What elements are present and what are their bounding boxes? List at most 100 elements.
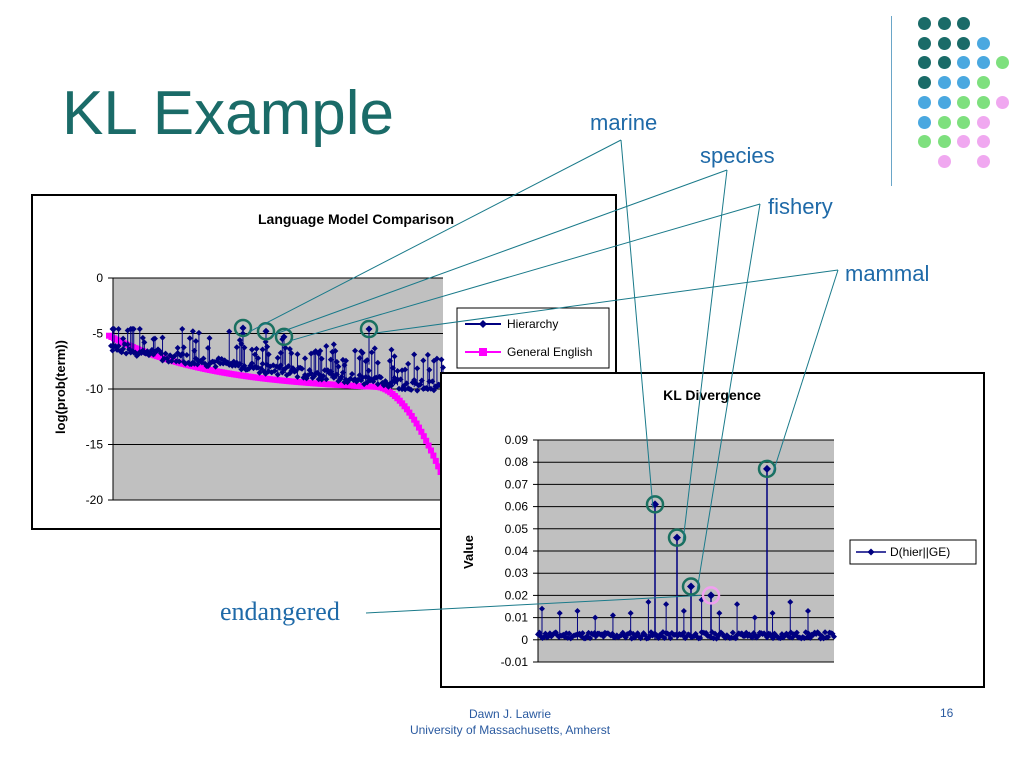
chart2-tick-label: 0.09: [505, 433, 529, 447]
kl-minor-peak: [627, 610, 634, 617]
hierarchy-point: [109, 347, 116, 354]
decor-dot: [957, 56, 970, 70]
decor-dot: [976, 56, 990, 70]
chart2-plot-area: 0.090.080.070.060.050.040.030.020.010-0.…: [501, 433, 837, 669]
hierarchy-spike-point: [374, 359, 381, 366]
decor-dot: [937, 17, 951, 30]
chart2-tick-label: -0.01: [501, 655, 529, 669]
general-english-point: [420, 433, 427, 440]
decor-dot: [937, 56, 951, 70]
legend-general-english-marker: [479, 348, 487, 356]
hierarchy-spike-point: [111, 326, 118, 333]
hierarchy-spike-point: [174, 344, 181, 351]
legend-general-english-label: General English: [507, 345, 592, 359]
general-english-point: [408, 413, 415, 420]
kl-point: [587, 635, 594, 642]
hierarchy-point: [294, 373, 301, 380]
decor-dot: [976, 115, 990, 129]
hierarchy-point: [229, 362, 236, 369]
hierarchy-point: [353, 378, 360, 385]
chart1-title: Language Model Comparison: [258, 211, 454, 227]
kl-peak-fishery: [687, 582, 695, 591]
hierarchy-spike-point: [394, 368, 401, 375]
kl-point: [585, 629, 592, 636]
legend-kl-marker: [867, 548, 875, 556]
kl-point: [630, 630, 637, 637]
chart1-y-axis-label: log(prob(term)): [53, 340, 68, 434]
circled-point-marine: [239, 324, 247, 332]
decor-dot: [996, 56, 1009, 70]
kl-point: [667, 635, 674, 642]
highlight-circle-mammal: [757, 459, 777, 479]
decor-dot: [937, 135, 951, 149]
hierarchy-spike-point: [342, 357, 349, 364]
hierarchy-spike-point: [186, 335, 193, 342]
hierarchy-spike-point: [192, 338, 199, 345]
kl-point: [567, 635, 574, 642]
kl-point: [786, 634, 793, 641]
kl-point: [814, 629, 821, 636]
hierarchy-spike-point: [368, 349, 375, 356]
hierarchy-spike-point: [130, 326, 137, 333]
kl-point: [729, 629, 736, 636]
hierarchy-point: [173, 358, 180, 365]
kl-point: [822, 629, 829, 636]
chart2-title: KL Divergence: [663, 387, 761, 403]
page-number: 16: [940, 706, 954, 720]
leader-line-endangered: [365, 594, 702, 614]
hierarchy-spike-point: [136, 326, 143, 333]
chart2-tick-label: 0.06: [505, 500, 529, 514]
kl-divergence-chart-svg: KL Divergence 0.090.080.070.060.050.040.…: [461, 387, 977, 669]
kl-point: [576, 630, 583, 637]
hierarchy-spike-point: [265, 351, 272, 358]
hierarchy-spike-point: [253, 345, 260, 352]
general-english-point: [432, 457, 439, 464]
hierarchy-point: [320, 372, 327, 379]
decor-dot: [937, 154, 951, 168]
chart1-tick-label: -10: [86, 382, 104, 396]
chart1-tick-label: -20: [86, 493, 104, 507]
kl-peak-mammal: [763, 464, 771, 473]
kl-minor-peak: [734, 601, 741, 608]
kl-point: [600, 633, 607, 640]
kl-point: [703, 630, 710, 637]
hierarchy-point: [414, 387, 421, 394]
kl-point: [560, 631, 567, 638]
language-model-chart: Language Model Comparison 0-5-10-15-20 l…: [31, 194, 617, 530]
kl-point: [793, 629, 800, 636]
decor-dot: [918, 135, 931, 149]
chart2-tick-label: 0.02: [505, 588, 529, 602]
chart2-tick-label: 0.04: [505, 544, 529, 558]
hierarchy-point: [171, 352, 178, 359]
hierarchy-point: [364, 379, 371, 386]
decor-dot: [918, 115, 931, 129]
language-model-chart-svg: Language Model Comparison 0-5-10-15-20 l…: [53, 211, 610, 507]
highlight-circle-fishery: [274, 327, 294, 347]
highlight-circle-species: [667, 528, 687, 547]
kl-point: [545, 633, 552, 640]
kl-minor-peak: [680, 607, 687, 614]
decor-dot: [976, 135, 990, 149]
hierarchy-spike-point: [420, 357, 427, 364]
decor-dot: [957, 36, 970, 50]
hierarchy-spike-point: [335, 363, 342, 370]
hierarchy-point: [212, 363, 219, 370]
hierarchy-point: [385, 383, 392, 390]
general-english-point: [427, 447, 434, 454]
chart2-legend: D(hier||GE): [849, 539, 977, 565]
kl-point: [807, 634, 814, 641]
hierarchy-point: [408, 386, 415, 393]
highlight-circle-marine: [233, 318, 253, 338]
leader-line: [772, 269, 839, 474]
footer-author: Dawn J. Lawrie: [468, 707, 552, 721]
hierarchy-spike-point: [288, 350, 295, 357]
leader-line: [271, 169, 728, 336]
hierarchy-point: [153, 348, 160, 355]
kl-point: [743, 629, 750, 636]
hierarchy-point: [324, 367, 331, 374]
kl-point: [618, 632, 625, 639]
hierarchy-spike-point: [248, 346, 255, 353]
hierarchy-spike-point: [115, 326, 122, 333]
